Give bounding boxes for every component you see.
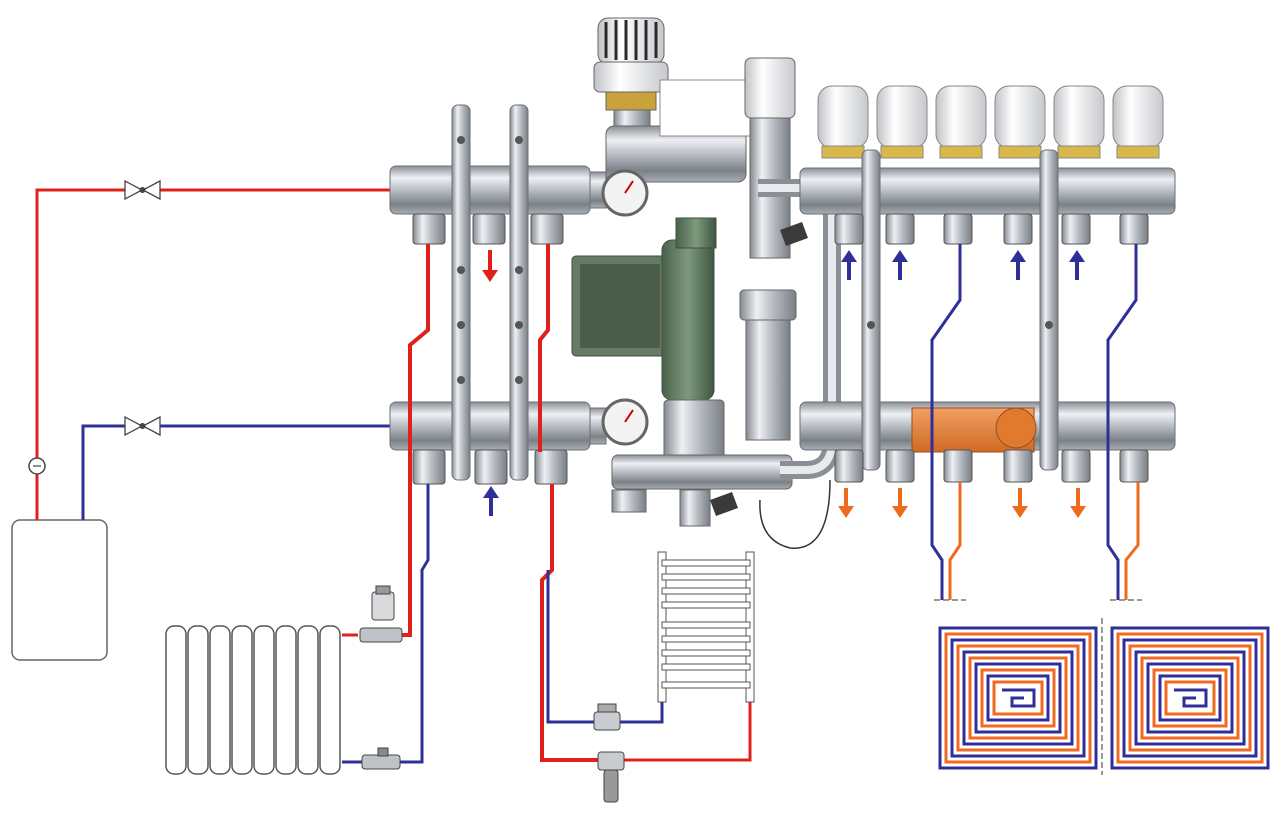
- manifold-outlets: [412, 213, 568, 485]
- cut-marks: [934, 599, 1142, 775]
- circulation-pump: [571, 217, 725, 463]
- mixing-body: [605, 79, 751, 183]
- supply-manifold: [799, 167, 1176, 215]
- arrow-up-icon: [483, 486, 499, 516]
- towel-rail-return-pipe: [546, 570, 664, 724]
- supply-manifold: [389, 165, 607, 215]
- underfloor-loop: [938, 626, 1098, 770]
- underfloor-loop: [1110, 626, 1270, 770]
- underfloor-return-lead: [930, 244, 1138, 600]
- mixer-riser: [611, 57, 797, 527]
- actuator: [994, 85, 1046, 159]
- actuator: [935, 85, 987, 159]
- mounting-bracket: [451, 104, 529, 481]
- radiator: [165, 625, 341, 775]
- actuator: [817, 85, 869, 159]
- lockshield-valve: [361, 747, 401, 770]
- manifold-outlets: [834, 213, 1149, 483]
- actuator: [876, 85, 928, 159]
- arrow-down-icon: [838, 488, 1086, 518]
- ball-valve: [124, 179, 161, 201]
- sensor-cable: [759, 479, 831, 549]
- ball-valve: [124, 415, 161, 437]
- return-manifold: [389, 401, 607, 451]
- gauge-icon: [28, 457, 46, 475]
- boiler: [11, 519, 108, 661]
- radiator-supply-pipe: [342, 244, 430, 637]
- towel-rail-valve: [593, 703, 625, 803]
- towel-rail-supply-pipe: [538, 244, 752, 762]
- boiler-return-line: [81, 424, 392, 520]
- mounting-bracket: [861, 149, 1059, 471]
- valve-handle: [710, 222, 808, 516]
- boiler-supply-line: [35, 188, 392, 520]
- radiator-return-pipe: [342, 484, 430, 764]
- towel-rail: [657, 551, 755, 703]
- arrow-down-icon: [482, 250, 498, 282]
- thermostatic-valve: [359, 585, 403, 643]
- underfloor-supply-lead: [948, 482, 1140, 600]
- actuator: [1112, 85, 1164, 159]
- actuator: [1053, 85, 1105, 159]
- arrow-up-icon: [841, 250, 1085, 280]
- pressure-gauge: [601, 169, 649, 446]
